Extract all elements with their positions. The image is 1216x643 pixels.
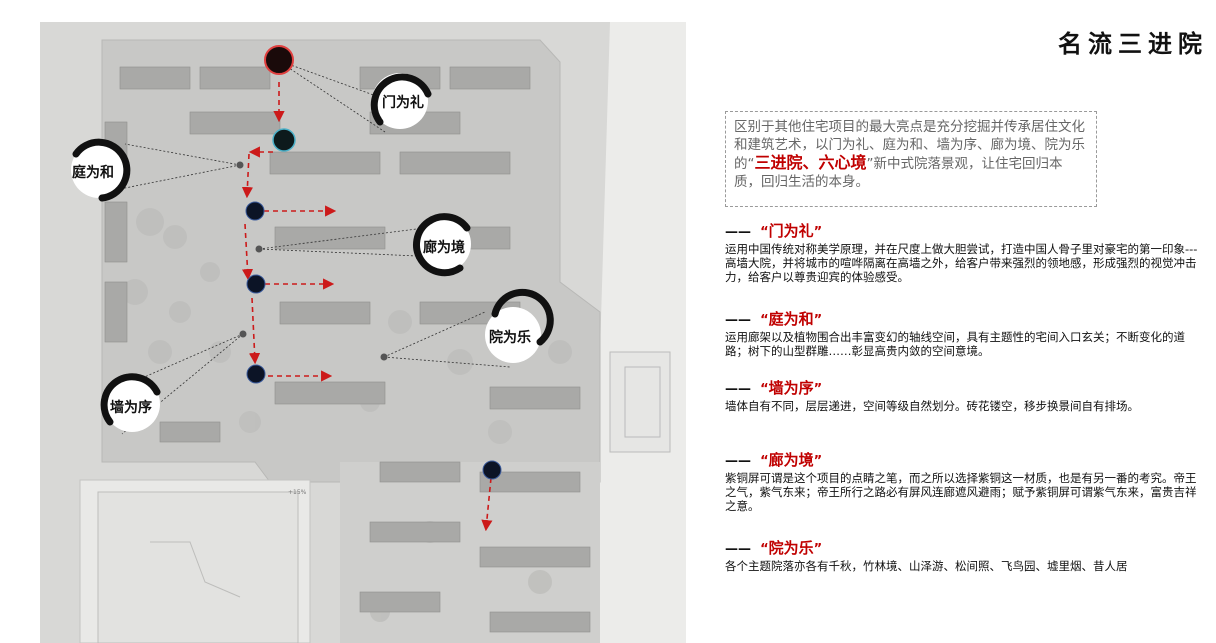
intro-highlight: 三进院、六心境 <box>754 153 867 172</box>
section-dash: —— <box>725 225 751 240</box>
intro-box: 区别于其他住宅项目的最大亮点是充分挖掘并传承居住文化和建筑艺术，以门为礼、庭为和… <box>725 111 1097 207</box>
section-dash: —— <box>725 454 751 469</box>
close-quote: ” <box>813 313 823 328</box>
section-corridor: —— “廊为境” 紫铜屏可谓是这个项目的点睛之笔，而之所以选择紫铜这一材质，也是… <box>725 452 1203 513</box>
open-quote: “ <box>760 382 769 397</box>
section-body: 各个主题院落亦各有千秋，竹林境、山泽游、松间照、飞鸟园、墟里烟、昔人居 <box>725 559 1128 573</box>
page-title: 名流三进院 <box>1058 29 1208 58</box>
close-quote: ” <box>813 542 823 557</box>
section-name: 墙为序 <box>768 379 814 397</box>
section-yard: —— “院为乐” 各个主题院落亦各有千秋，竹林境、山泽游、松间照、飞鸟园、墟里烟… <box>725 540 1203 573</box>
map-label-court: 庭为和 <box>72 164 114 181</box>
section-dash: —— <box>725 313 751 328</box>
intro-text-tail: ”新中式院落景观，让住宅回归本质，回归生活的本身。 <box>734 156 1063 190</box>
section-heading: —— “庭为和” <box>725 311 1203 329</box>
section-body: 运用中国传统对称美学原理，并在尺度上做大胆尝试，打造中国人骨子里对豪宅的第一印象… <box>725 242 1198 284</box>
close-quote: ” <box>813 454 823 469</box>
section-body: 墙体自有不同，层层递进，空间等级自然划分。砖花镂空，移步换景间自有排场。 <box>725 399 1139 413</box>
section-name: 廊为境 <box>768 451 814 469</box>
section-body: 运用廊架以及植物围合出丰富变幻的轴线空间，具有主题性的宅间入口玄关；不断变化的道… <box>725 330 1185 358</box>
site-plan-map: 门为礼 庭为和 廊为境 院为乐 墙为序 +15% <box>40 22 686 643</box>
section-wall: —— “墙为序” 墙体自有不同，层层递进，空间等级自然划分。砖花镂空，移步换景间… <box>725 380 1203 413</box>
section-name: 门为礼 <box>768 222 814 240</box>
section-heading: —— “院为乐” <box>725 540 1203 558</box>
section-gate: —— “门为礼” 运用中国传统对称美学原理，并在尺度上做大胆尝试，打造中国人骨子… <box>725 223 1203 284</box>
map-label-wall: 墙为序 <box>110 399 152 416</box>
section-heading: —— “墙为序” <box>725 380 1203 398</box>
open-quote: “ <box>760 313 769 328</box>
section-court: —— “庭为和” 运用廊架以及植物围合出丰富变幻的轴线空间，具有主题性的宅间入口… <box>725 311 1203 358</box>
close-quote: ” <box>813 225 823 240</box>
map-label-yard: 院为乐 <box>489 329 531 346</box>
map-annotation: +15% <box>288 489 307 496</box>
map-label-corridor: 廊为境 <box>423 239 465 256</box>
intro-text: 区别于其他住宅项目的最大亮点是充分挖掘并传承居住文化和建筑艺术，以门为礼、庭为和… <box>734 119 1085 172</box>
section-name: 庭为和 <box>768 310 814 328</box>
open-quote: “ <box>760 225 769 240</box>
section-heading: —— “廊为境” <box>725 452 1203 470</box>
map-label-gate: 门为礼 <box>382 94 424 111</box>
open-quote: “ <box>760 454 769 469</box>
section-name: 院为乐 <box>768 539 814 557</box>
section-heading: —— “门为礼” <box>725 223 1203 241</box>
section-dash: —— <box>725 382 751 397</box>
section-body: 紫铜屏可谓是这个项目的点睛之笔，而之所以选择紫铜这一材质，也是有另一番的考究。帝… <box>725 471 1197 513</box>
section-dash: —— <box>725 542 751 557</box>
open-quote: “ <box>760 542 769 557</box>
close-quote: ” <box>813 382 823 397</box>
